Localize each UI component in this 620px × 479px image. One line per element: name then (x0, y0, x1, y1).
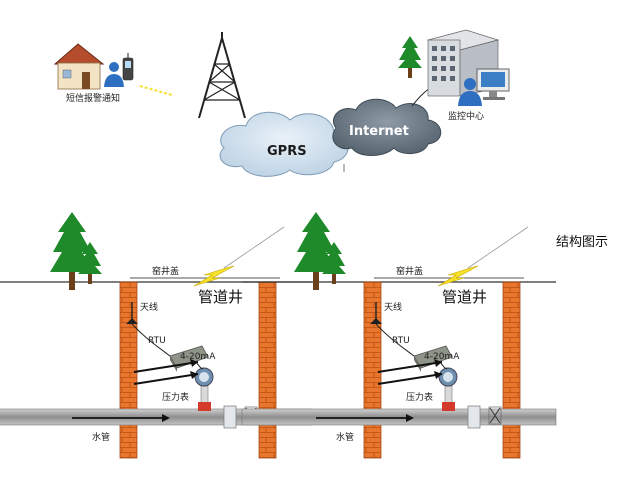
gauge-label: 压力表 (162, 391, 189, 403)
pipe-label: 水管 (92, 431, 110, 443)
well-scene-2: 窑井盖 管道井 天线 RTU 4-20mA 压力表 水管 (241, 212, 557, 459)
antenna-label: 天线 (140, 301, 158, 313)
monitor-center-label: 监控中心 (448, 110, 484, 122)
wireless-link (223, 226, 285, 269)
computer-icon (476, 68, 510, 100)
tower-icon (198, 32, 246, 119)
rtu-label: RTU (148, 336, 166, 346)
gauge-label: 压力表 (406, 391, 433, 403)
well-structure (241, 265, 557, 459)
well-cover-label: 窑井盖 (396, 265, 423, 277)
well-cover-label: 窑井盖 (152, 265, 179, 277)
manhole-label: 管道井 (442, 288, 487, 306)
wireless-link (467, 226, 529, 269)
internet-label: Internet (349, 124, 409, 139)
phone-icon (122, 53, 134, 81)
well-scene-1: 窑井盖 管道井 天线 RTU 4-20mA 压力表 水管 (0, 212, 313, 459)
well-structure (0, 265, 313, 459)
user-avatar-icon (458, 78, 482, 106)
tree-icon (398, 36, 422, 78)
house-icon (53, 43, 105, 90)
internet-cloud: Internet (332, 98, 442, 156)
rtu-label: RTU (392, 336, 410, 346)
gprs-cloud: GPRS (219, 111, 349, 177)
manhole-label: 管道井 (198, 288, 243, 306)
pipe-label: 水管 (336, 431, 354, 443)
current-label: 4-20mA (180, 352, 216, 362)
user-avatar-icon (104, 62, 124, 87)
sms-label: 短信报警通知 (66, 92, 120, 104)
signal-link (139, 85, 173, 96)
figure-caption: 结构图示 (556, 235, 609, 250)
current-label: 4-20mA (424, 352, 460, 362)
antenna-label: 天线 (384, 301, 402, 313)
gprs-label: GPRS (267, 144, 307, 159)
